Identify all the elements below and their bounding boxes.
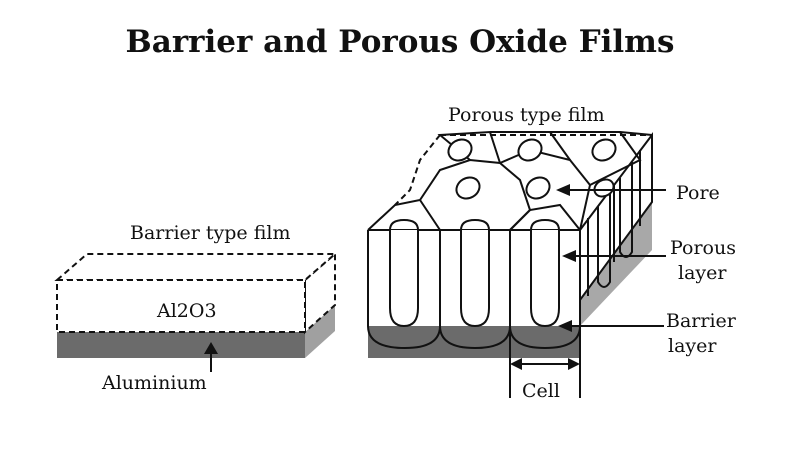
pore-label: Pore [676, 182, 720, 204]
top-pore-5 [525, 176, 551, 200]
barrier-layer-arrow-head [558, 320, 572, 332]
pore-channel-3 [530, 230, 560, 328]
side-pore-1 [597, 190, 611, 288]
pore-channel-2 [460, 230, 490, 328]
porous-layer-label-2: layer [678, 262, 727, 284]
hex-outline-g [619, 131, 653, 136]
oxide-front-face [56, 279, 306, 333]
oxide-label: Al2O3 [157, 300, 217, 322]
aluminium-arrow-head [204, 342, 218, 354]
pore-top-3 [530, 218, 560, 231]
aluminium-base-front [57, 332, 305, 358]
oxide-top-face [54, 253, 338, 281]
pore-top-2 [460, 218, 490, 231]
porous-layer-arrow-head [562, 250, 576, 262]
cell-dim-arrow-right [568, 358, 580, 370]
barrier-film-block [54, 251, 338, 372]
aluminium-base-side [305, 305, 335, 358]
cell-walls-outline [367, 230, 581, 350]
top-pore-6 [593, 178, 615, 198]
pore-arrow-head [556, 184, 570, 196]
porous-film-label: Porous type film [448, 104, 605, 126]
barrier-film-label: Barrier type film [130, 222, 291, 244]
cell-label: Cell [522, 380, 560, 402]
porous-film-block [367, 130, 666, 398]
barrier-layer-label-2: layer [668, 335, 717, 357]
hex-outline-b [419, 199, 581, 231]
top-pore-2 [517, 138, 543, 162]
porous-layer-label-1: Porous [670, 237, 736, 259]
porous-metal-side [580, 202, 652, 326]
aluminium-label: Aluminium [102, 372, 207, 394]
top-pore-3 [591, 138, 617, 162]
top-dashed-edge-left [394, 134, 441, 206]
porous-metal-front [368, 326, 580, 358]
diagram-title: Barrier and Porous Oxide Films [125, 24, 675, 60]
top-pore-1 [447, 138, 473, 162]
pore-channel-1 [389, 230, 419, 328]
pore-top-1 [389, 218, 419, 231]
cell-dim-arrow-left [510, 358, 522, 370]
top-pore-4 [455, 176, 481, 200]
barrier-layer-label-1: Barrier [666, 310, 736, 332]
hex-outline-a [367, 158, 532, 231]
hex-outline-f [550, 131, 642, 186]
